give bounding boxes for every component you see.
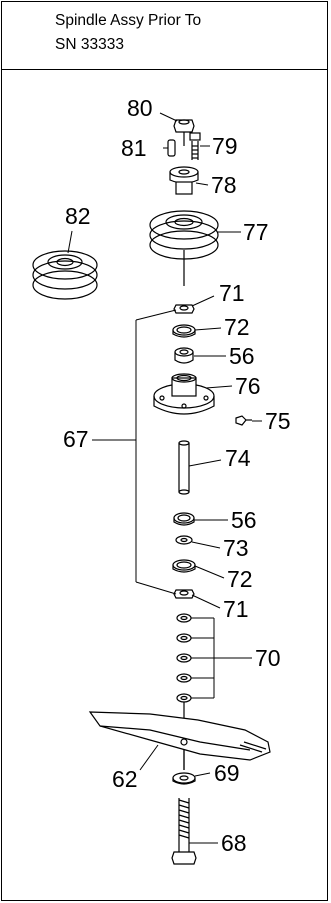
part-69-washer: [172, 772, 196, 785]
label-56-bottom: 56: [231, 507, 257, 533]
part-74-shaft: [178, 440, 190, 495]
label-78: 78: [211, 172, 237, 198]
part-56-top: [174, 347, 194, 364]
label-77: 77: [243, 219, 269, 245]
leader-71-bottom: [191, 594, 221, 609]
part-62-blade: [88, 711, 271, 761]
label-81: 81: [121, 135, 147, 161]
title-line-1: Spindle Assy Prior To: [55, 12, 202, 29]
part-81-key: [167, 139, 176, 157]
part-79-bolt: [189, 132, 201, 160]
label-72-top: 72: [224, 314, 250, 340]
label-72-bottom: 72: [227, 566, 253, 592]
part-82-pulley: [32, 250, 98, 300]
leader-62: [139, 744, 159, 771]
part-73-spacer: [175, 535, 193, 545]
label-73: 73: [223, 535, 249, 561]
leader-72-bottom: [194, 565, 225, 579]
part-78-hub: [169, 166, 199, 195]
part-56-bottom: [173, 512, 195, 526]
part-72-bottom: [172, 559, 196, 573]
label-69: 69: [214, 760, 240, 786]
part-70-washers: [176, 613, 192, 703]
label-82: 82: [65, 203, 91, 229]
leader-78: [195, 182, 209, 186]
leader-72-top: [194, 327, 222, 331]
label-71-bottom: 71: [223, 596, 249, 622]
leader-69: [194, 772, 211, 777]
leader-70-bracket: [191, 617, 252, 699]
part-76-housing: [153, 373, 215, 415]
part-80-nut: [173, 119, 195, 146]
label-74: 74: [225, 445, 251, 471]
label-56-top: 56: [229, 343, 255, 369]
label-80: 80: [127, 95, 153, 121]
leader-80: [159, 112, 178, 122]
label-68: 68: [221, 830, 247, 856]
label-75: 75: [265, 408, 291, 434]
leader-74: [188, 459, 222, 467]
label-79: 79: [212, 133, 238, 159]
leader-67-bracket: [92, 309, 177, 595]
leader-71-top: [191, 295, 215, 307]
part-72-top: [172, 324, 196, 338]
leader-76: [205, 385, 233, 389]
label-76: 76: [235, 373, 261, 399]
label-67: 67: [63, 426, 89, 452]
label-71-top: 71: [219, 280, 245, 306]
label-62: 62: [112, 766, 138, 792]
part-68-bolt: [171, 798, 197, 865]
part-71-top: [173, 304, 195, 314]
part-71-bottom: [173, 589, 195, 599]
part-77-pulley: [149, 210, 219, 260]
leader-73: [191, 541, 221, 549]
label-70: 70: [255, 645, 281, 671]
title-line-2: SN 33333: [55, 36, 124, 53]
part-75-fitting: [235, 415, 252, 426]
diagram-header: Spindle Assy Prior To SN 33333: [2, 2, 327, 70]
leader-82: [67, 230, 73, 254]
